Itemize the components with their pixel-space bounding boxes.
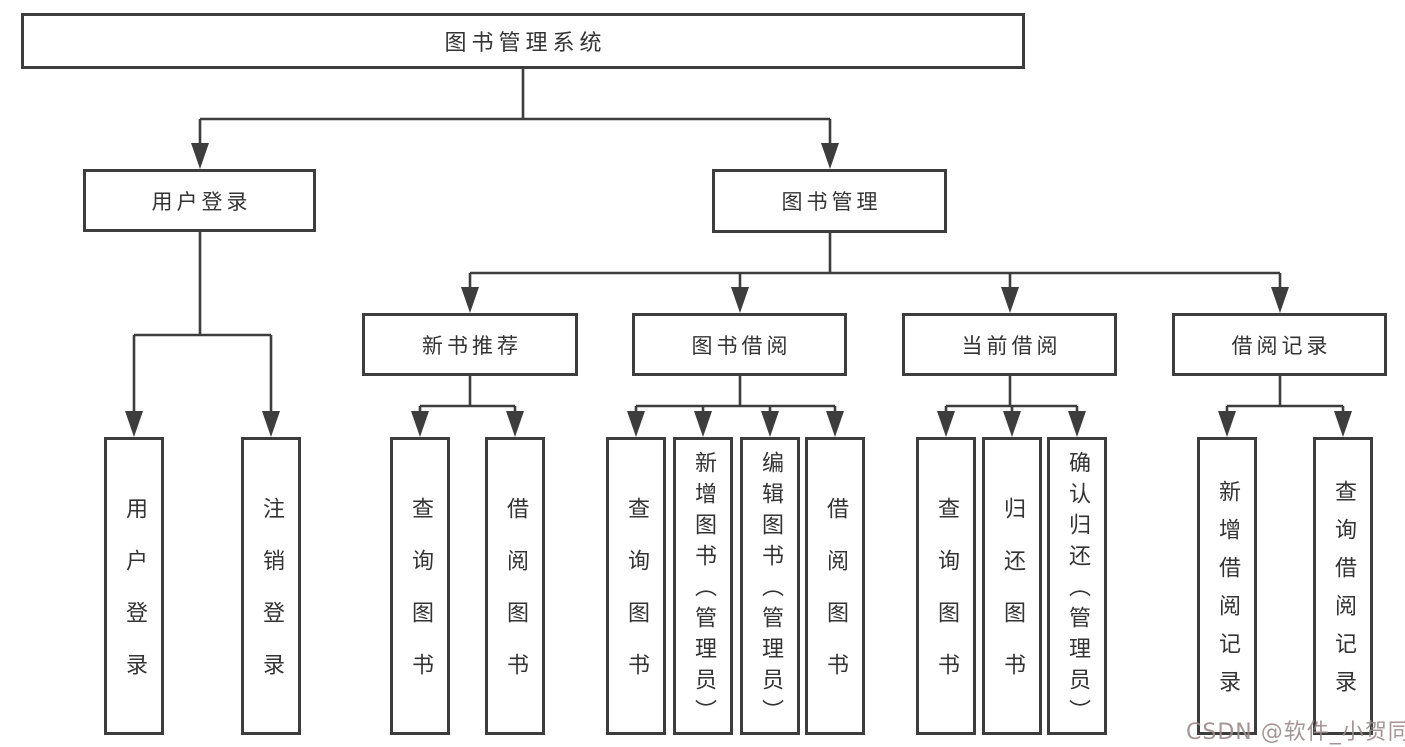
leaf-return-books: 归还图书 <box>982 437 1042 735</box>
node-user-login: 用户登录 <box>83 169 316 232</box>
leaf-logout-label: 注销登录 <box>259 497 284 705</box>
csdn-watermark: CSDN @软件_小贺同学 <box>1186 720 1405 745</box>
node-book-management-label: 图书管理 <box>781 190 882 214</box>
node-book-borrowing-label: 图书借阅 <box>691 333 792 358</box>
leaf-logout: 注销登录 <box>241 437 301 735</box>
leaf-add-books-admin-label: 新增图书（管理员） <box>691 451 716 730</box>
leaf-query-borrow-record: 查询借阅记录 <box>1313 437 1373 735</box>
node-new-book-recommendation-label: 新书推荐 <box>422 333 522 358</box>
leaf-borrow-books-1: 借阅图书 <box>485 437 545 735</box>
leaf-query-borrow-record-label: 查询借阅记录 <box>1331 480 1356 708</box>
leaf-user-login-label: 用户登录 <box>122 497 147 705</box>
node-root-label: 图书管理系统 <box>444 31 607 56</box>
leaf-edit-books-admin-label: 编辑图书（管理员） <box>758 451 783 730</box>
leaf-query-books-1: 查询图书 <box>390 437 450 735</box>
leaf-user-login: 用户登录 <box>104 437 164 735</box>
node-root-library-management-system: 图书管理系统 <box>21 13 1025 69</box>
leaf-borrow-books-2: 借阅图书 <box>805 437 865 735</box>
leaf-borrow-books-2-label: 借阅图书 <box>823 497 848 705</box>
node-book-borrowing: 图书借阅 <box>632 313 847 376</box>
node-borrowing-records: 借阅记录 <box>1172 313 1387 376</box>
leaf-add-borrow-record: 新增借阅记录 <box>1197 437 1257 735</box>
node-current-borrowing-label: 当前借阅 <box>961 333 1062 358</box>
leaf-query-books-1-label: 查询图书 <box>408 497 433 705</box>
node-book-management: 图书管理 <box>712 169 947 233</box>
node-user-login-label: 用户登录 <box>151 189 252 214</box>
node-current-borrowing: 当前借阅 <box>902 313 1117 376</box>
leaf-confirm-return-admin: 确认归还（管理员） <box>1047 437 1107 735</box>
node-borrowing-records-label: 借阅记录 <box>1231 333 1332 358</box>
leaf-return-books-label: 归还图书 <box>1000 497 1025 705</box>
leaf-edit-books-admin: 编辑图书（管理员） <box>740 437 800 735</box>
leaf-add-books-admin: 新增图书（管理员） <box>673 437 733 735</box>
leaf-confirm-return-admin-label: 确认归还（管理员） <box>1065 451 1090 730</box>
leaf-borrow-books-1-label: 借阅图书 <box>503 497 528 705</box>
leaf-add-borrow-record-label: 新增借阅记录 <box>1215 480 1240 708</box>
leaf-query-books-2-label: 查询图书 <box>624 497 649 705</box>
leaf-query-books-3-label: 查询图书 <box>934 497 959 705</box>
leaf-query-books-2: 查询图书 <box>606 437 666 735</box>
leaf-query-books-3: 查询图书 <box>916 437 976 735</box>
node-new-book-recommendation: 新书推荐 <box>362 313 578 376</box>
